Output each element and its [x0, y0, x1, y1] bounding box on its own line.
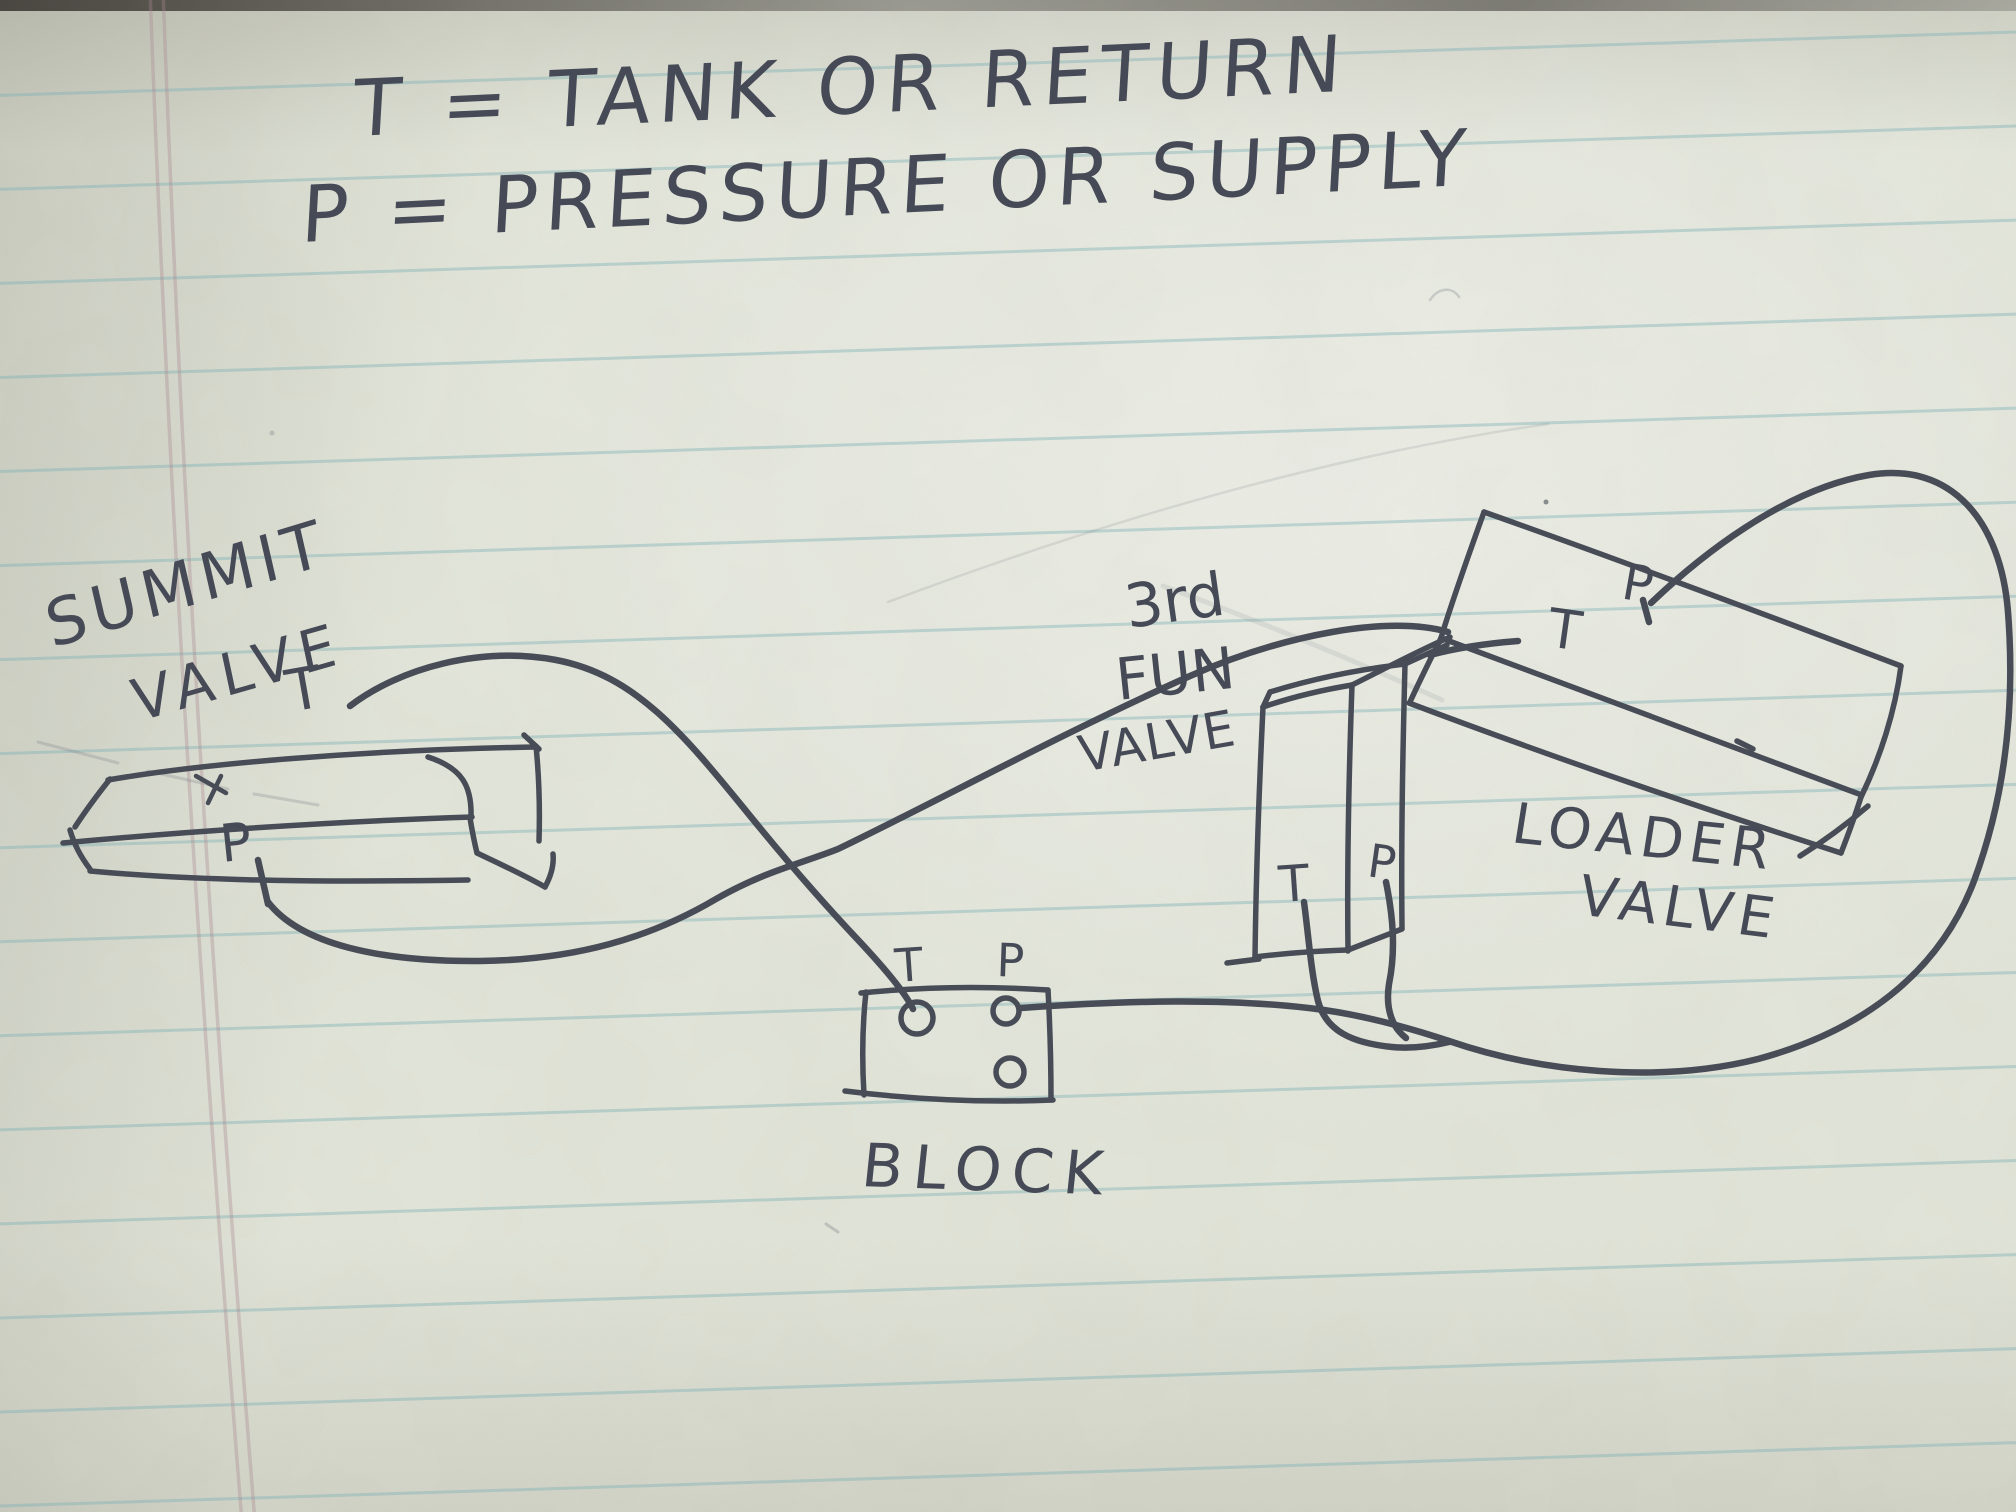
third-valve-bottom-edge: [1252, 947, 1350, 960]
block-tank-port-circle: [898, 999, 936, 1037]
block-body: [842, 984, 1056, 1104]
hose-block-pressure-to-junction: [1017, 998, 1453, 1045]
block-lower-port-circle: [993, 1055, 1027, 1089]
paper-creases: [36, 288, 1550, 1234]
third-valve-front-right-edge: [1344, 682, 1355, 954]
summit-valve-end-tick: [521, 732, 542, 752]
third-valve-label-line1: 3rd: [1120, 560, 1229, 643]
block-bottom-edge: [842, 1088, 1056, 1104]
summit-valve-inner-edge: [467, 815, 480, 856]
block-labels: T P BLOCK: [858, 933, 1116, 1210]
block-pressure-port-label: P: [996, 933, 1026, 988]
summit-valve-mid-edge: [60, 814, 475, 846]
loader-valve-end-cap: [1858, 663, 1904, 800]
summit-valve-pointer-arrow: [193, 773, 229, 806]
third-valve-tank-port-label: T: [1276, 854, 1312, 914]
summit-valve-body: [60, 732, 556, 890]
margin-lines: [148, 0, 256, 1512]
third-valve-top-left-edge: [1260, 689, 1273, 710]
summit-valve-inner-fold: [425, 754, 474, 820]
third-valve-front-top-edge: [1260, 682, 1355, 710]
block-left-edge: [859, 989, 869, 1098]
loader-valve-left-front-edge: [1407, 635, 1444, 705]
summit-valve-end-vertical: [533, 743, 543, 844]
hose-loader-pressure-loop: [1445, 469, 2014, 1076]
loader-tank-port-tick: [1426, 637, 1522, 659]
third-valve-front-left-edge: [1252, 704, 1266, 960]
third-valve-side-right-edge: [1398, 661, 1408, 931]
loader-valve-front-top-edge: [1438, 635, 1862, 797]
block-right-edge: [1045, 987, 1054, 1102]
loader-valve-front-bottom-edge: [1406, 700, 1844, 856]
summit-valve-top-edge: [105, 744, 539, 783]
third-valve-tank-port-line: [1300, 898, 1453, 1051]
loader-valve-left-slant: [1438, 509, 1487, 641]
block-label: BLOCK: [858, 1131, 1116, 1209]
block-tank-port-label: T: [892, 937, 926, 993]
summit-pressure-port-stem: [254, 856, 272, 908]
summit-valve-left-slant: [72, 776, 113, 830]
loader-pressure-port-stem: [1639, 596, 1653, 626]
summit-valve-left-edge: [67, 827, 93, 872]
loader-valve-end-wedge: [1797, 803, 1871, 859]
loader-valve-end-lower-edge: [1838, 794, 1864, 856]
third-valve-bottom-tail: [1224, 956, 1262, 966]
hose-summit-tank-to-block-tank: [346, 652, 917, 1013]
loader-valve-body: [1406, 509, 1904, 859]
summit-valve-end-diagonal: [474, 850, 548, 890]
loader-valve-face-tick: [1734, 738, 1756, 752]
ruled-lines: [0, 27, 2016, 1510]
summit-valve-bottom-edge: [87, 868, 471, 884]
hose-summit-pressure-to-loader-tank: [264, 622, 1452, 965]
block-pressure-port-circle: [990, 995, 1022, 1027]
third-valve-to-loader-edge-2: [1402, 642, 1450, 667]
summit-valve-end-upstroke: [542, 851, 556, 890]
hoses: [254, 469, 2014, 1076]
block-top-edge: [858, 984, 1051, 996]
summit-valve-pressure-port-label: P: [217, 812, 254, 875]
loader-valve-ridge-edge: [1481, 509, 1904, 669]
third-valve-label-line2: FUN: [1112, 634, 1238, 714]
